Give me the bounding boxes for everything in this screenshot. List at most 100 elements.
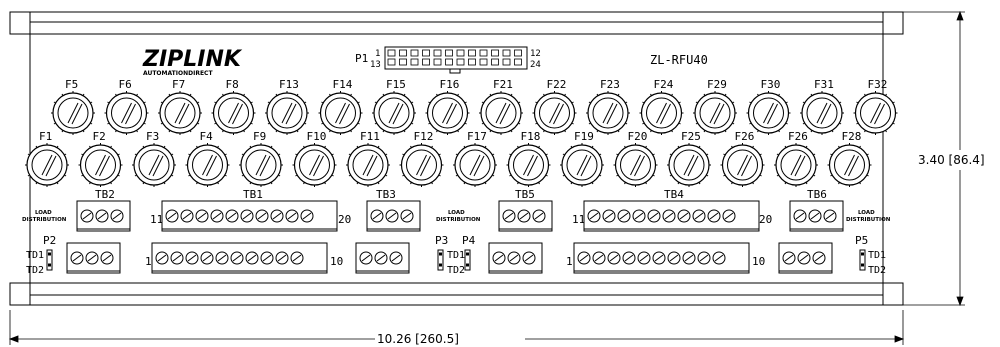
fuse-bottom-11-label: F20 [628,130,648,143]
tb4-lower-block [573,242,750,274]
pin-tr: 12 [530,49,541,59]
fuse-top-14-label: F31 [814,78,834,91]
tb1-lower-block [151,242,328,274]
fuse-bottom-1-label: F2 [93,130,106,143]
fuse-bottom-0-label: F1 [39,130,52,143]
fuse-bottom-5: F10 [292,130,337,187]
fuse-bottom-15: F28 [827,130,872,187]
tb4-right-num: 20 [759,213,772,226]
connector-name: P1 [355,52,368,65]
height-dimension: 3.40 [86.4] [918,153,985,167]
model-label: ZL-RFU40 [650,53,708,67]
fuse-bottom-8: F17 [453,130,497,187]
fuse-bottom-13-label: F26 [735,130,755,143]
tb3-block [366,200,421,232]
tb1-bottom-right-num: 10 [330,255,343,268]
tb4-label: TB4 [664,188,684,201]
fuse-bottom-14-label: F26 [788,130,808,143]
fuse-top-3: F8 [211,78,256,135]
fuse-bottom-6-label: F11 [360,130,380,143]
fuse-bottom-15-label: F28 [842,130,862,143]
fuse-top-1-label: F6 [119,78,132,91]
fuse-top-5-label: F14 [333,78,353,91]
p2-td2: TD2 [26,265,44,276]
tb4-bottom-left-num: 1 [566,255,573,268]
fuse-bottom-1: F2 [78,130,123,187]
top-rail [9,11,904,35]
fuse-top-0: F5 [51,78,95,135]
terminal-block-layer [66,200,844,274]
fuse-top-1: F6 [104,78,149,135]
load-distribution-right: LOAD DISTRIBUTION [846,210,891,223]
logo-brand: ZIPLINK [142,47,243,72]
fuse-bottom-0: F1 [25,130,69,187]
fuse-top-7: F16 [425,78,470,135]
fuse-bottom-11: F20 [613,130,658,187]
fuse-top-11: F24 [639,78,684,135]
tb4-upper-block [583,200,760,232]
dimension-lines [8,10,965,345]
fuse-top-0-label: F5 [65,78,78,91]
tb5-label: TB5 [515,188,535,201]
fuse-top-9-label: F22 [547,78,567,91]
p2-label: P2 [43,234,56,247]
fuse-bottom-6: F11 [346,130,390,187]
p5-td2: TD2 [868,265,886,276]
fuse-bottom-5-label: F10 [307,130,327,143]
p3-td2: TD2 [447,265,465,276]
fuse-top-13-label: F30 [761,78,781,91]
p2-lower-block [66,242,121,274]
fuse-bottom-9: F18 [506,130,551,187]
fuse-top-11-label: F24 [654,78,674,91]
p5-td1: TD1 [868,250,886,261]
fuse-top-6: F15 [372,78,416,135]
fuse-top-10: F23 [586,78,630,135]
fuse-bottom-7-label: F12 [414,130,434,143]
svg-text:DISTRIBUTION: DISTRIBUTION [846,217,891,223]
fuse-top-9: F22 [532,78,577,135]
fuse-top-12-label: F29 [707,78,727,91]
fuse-top-5: F14 [318,78,363,135]
fuse-top-8-label: F21 [493,78,513,91]
fuse-bottom-2: F3 [132,130,176,187]
fuse-top-3-label: F8 [226,78,239,91]
fuse-top-8: F21 [479,78,523,135]
fuse-bottom-7: F12 [399,130,444,187]
p4-label: P4 [462,234,476,247]
fuse-top-12: F29 [693,78,737,135]
fuse-top-6-label: F15 [386,78,406,91]
fuse-bottom-13: F26 [720,130,765,187]
load-distribution-center: LOAD DISTRIBUTION [436,210,481,223]
p3-td1: TD1 [447,250,465,261]
svg-text:DISTRIBUTION: DISTRIBUTION [22,217,67,223]
tb6-label: TB6 [807,188,827,201]
fuse-bottom-3: F4 [185,130,230,187]
tb1-left-num: 11 [150,213,163,226]
tb6-lower-block [778,242,833,274]
fuse-top-15: F32 [853,78,898,135]
tb3-label: TB3 [376,188,396,201]
fuse-top-14: F31 [800,78,844,135]
tb2-label: TB2 [95,188,115,201]
ziplink-logo: ZIPLINK AUTOMATIONDIRECT [142,47,243,77]
load-distribution-left: LOAD DISTRIBUTION [22,210,67,223]
svg-text:LOAD: LOAD [858,210,875,216]
p3-label: P3 [435,234,448,247]
fuse-bottom-2-label: F3 [146,130,159,143]
tb1-label: TB1 [243,188,263,201]
p5-label: P5 [855,234,868,247]
fuse-bottom-8-label: F17 [467,130,487,143]
tb5-block [498,200,553,232]
svg-text:LOAD: LOAD [35,210,52,216]
fuse-top-15-label: F32 [868,78,888,91]
fuse-top-10-label: F23 [600,78,620,91]
tb6-block [789,200,844,232]
fuse-bottom-3-label: F4 [200,130,214,143]
tb2-block [76,200,131,232]
tb1-bottom-left-num: 1 [145,255,152,268]
fuse-top-7-label: F16 [440,78,460,91]
fuse-top-4-label: F13 [279,78,299,91]
fuse-bottom-12: F25 [667,130,711,187]
